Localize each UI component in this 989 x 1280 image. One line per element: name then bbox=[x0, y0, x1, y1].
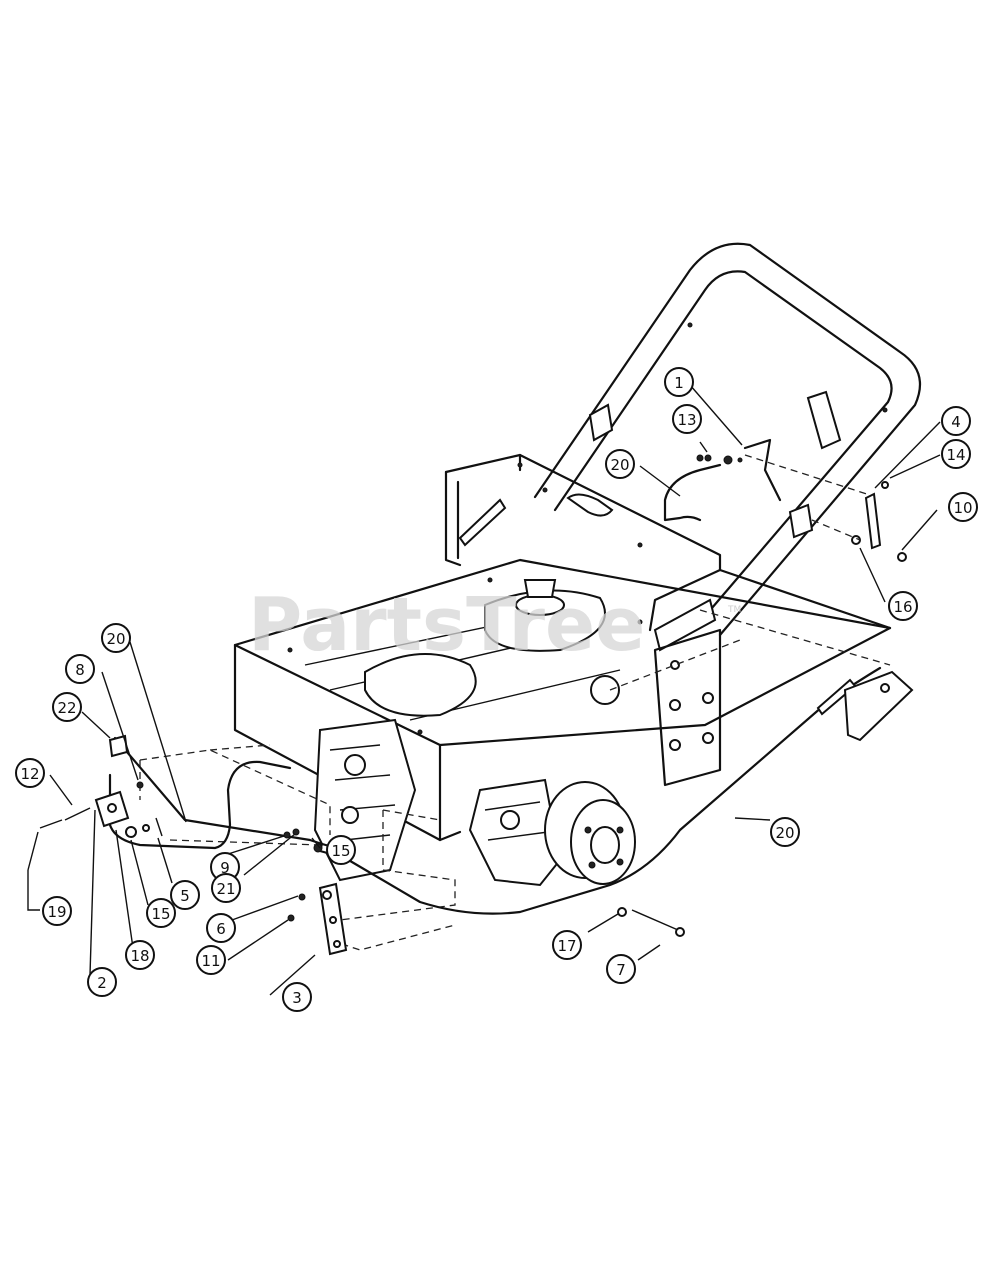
svg-text:7: 7 bbox=[616, 961, 626, 979]
svg-text:12: 12 bbox=[20, 765, 39, 783]
svg-text:19: 19 bbox=[47, 903, 66, 921]
svg-text:9: 9 bbox=[220, 859, 230, 877]
svg-text:10: 10 bbox=[953, 499, 972, 517]
svg-text:21: 21 bbox=[216, 880, 235, 898]
svg-text:20: 20 bbox=[610, 456, 629, 474]
handle-brackets bbox=[588, 390, 842, 652]
rear-shroud bbox=[444, 453, 722, 632]
callout-20-right: 20 bbox=[770, 817, 800, 847]
callout-2: 2 bbox=[87, 967, 117, 997]
svg-text:5: 5 bbox=[180, 887, 190, 905]
watermark-trademark: TM bbox=[727, 605, 741, 615]
right-transmission bbox=[468, 778, 562, 887]
callout-3: 3 bbox=[282, 982, 312, 1012]
svg-text:13: 13 bbox=[677, 411, 696, 429]
svg-text:20: 20 bbox=[775, 824, 794, 842]
callout-6: 6 bbox=[206, 913, 236, 943]
callout-21: 21 bbox=[211, 873, 241, 903]
svg-text:17: 17 bbox=[557, 937, 576, 955]
svg-text:20: 20 bbox=[106, 630, 125, 648]
leader-lines bbox=[27, 384, 941, 996]
control-lever bbox=[704, 438, 782, 502]
callout-16: 16 bbox=[888, 591, 918, 621]
svg-text:6: 6 bbox=[216, 920, 226, 938]
wheel-hub bbox=[544, 781, 636, 885]
callout-22: 22 bbox=[52, 692, 82, 722]
callout-12: 12 bbox=[15, 758, 45, 788]
svg-text:22: 22 bbox=[57, 699, 76, 717]
svg-text:1: 1 bbox=[674, 374, 684, 392]
callout-19: 19 bbox=[42, 896, 72, 926]
callout-11: 11 bbox=[196, 945, 226, 975]
watermark: PartsTree TM bbox=[248, 582, 741, 668]
callout-13: 13 bbox=[672, 404, 702, 434]
svg-text:15: 15 bbox=[331, 842, 350, 860]
svg-text:4: 4 bbox=[951, 413, 961, 431]
callout-5: 5 bbox=[170, 880, 200, 910]
svg-text:15: 15 bbox=[151, 905, 170, 923]
assembly-dashed-lines bbox=[139, 609, 891, 951]
callout-17: 17 bbox=[552, 930, 582, 960]
svg-text:3: 3 bbox=[292, 989, 302, 1007]
callout-4: 4 bbox=[941, 406, 971, 436]
callout-14: 14 bbox=[941, 439, 971, 469]
side-plate bbox=[653, 628, 722, 787]
callout-8: 8 bbox=[65, 654, 95, 684]
callout-7: 7 bbox=[606, 954, 636, 984]
callout-15-left: 15 bbox=[146, 898, 176, 928]
callout-10: 10 bbox=[948, 492, 978, 522]
callout-1: 1 bbox=[664, 367, 694, 397]
callout-18: 18 bbox=[125, 940, 155, 970]
callout-15-center: 15 bbox=[326, 835, 356, 865]
svg-text:14: 14 bbox=[946, 446, 965, 464]
left-hardware bbox=[39, 734, 348, 956]
svg-text:18: 18 bbox=[130, 947, 149, 965]
svg-text:8: 8 bbox=[75, 661, 85, 679]
callout-20-left: 20 bbox=[101, 623, 131, 653]
right-plate-edge bbox=[718, 568, 892, 630]
right-hardware bbox=[617, 454, 704, 937]
callout-20-top: 20 bbox=[605, 449, 635, 479]
svg-text:2: 2 bbox=[97, 974, 107, 992]
svg-text:16: 16 bbox=[893, 598, 912, 616]
handle-bar bbox=[533, 242, 922, 637]
svg-text:11: 11 bbox=[201, 952, 220, 970]
watermark-text: PartsTree bbox=[248, 582, 645, 668]
